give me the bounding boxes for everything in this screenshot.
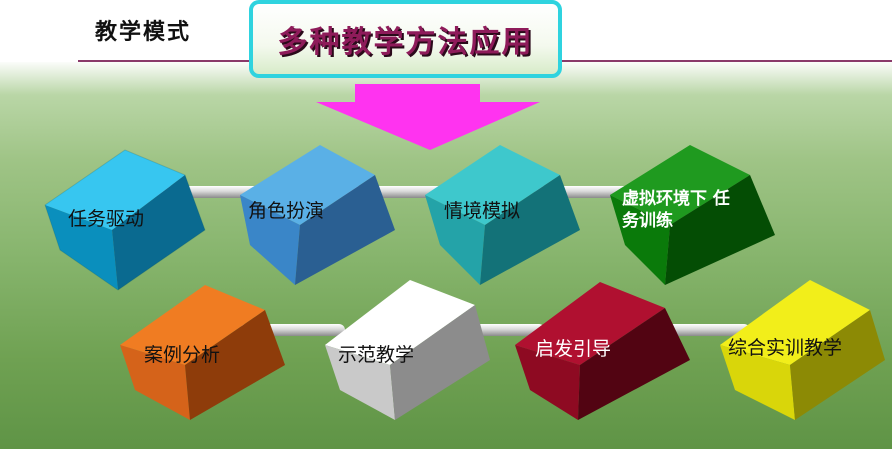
down-arrow bbox=[316, 84, 540, 150]
label-comprehensive-training: 综合实训教学 bbox=[728, 337, 843, 359]
label-role-play: 角色扮演 bbox=[248, 200, 325, 222]
cube-heuristic-guidance bbox=[515, 282, 690, 420]
label-case-analysis: 案例分析 bbox=[144, 344, 221, 366]
label-demonstration: 示范教学 bbox=[338, 344, 415, 366]
cube-case-analysis bbox=[120, 285, 285, 420]
cube-situational-sim bbox=[425, 145, 580, 285]
cube-comprehensive-training bbox=[720, 280, 885, 420]
label-heuristic-guidance: 启发引导 bbox=[535, 338, 612, 360]
cube-virtual-env-training bbox=[610, 145, 775, 285]
label-task-driven: 任务驱动 bbox=[68, 208, 145, 230]
cube-demonstration bbox=[325, 280, 490, 420]
label-virtual-env-training: 虚拟环境下 任务训练 bbox=[622, 189, 730, 231]
cube-task-driven bbox=[44, 149, 206, 291]
cube-role-play bbox=[240, 145, 395, 285]
main-title-box: 多种教学方法应用 bbox=[249, 0, 562, 78]
main-title: 多种教学方法应用 bbox=[277, 25, 534, 60]
section-title: 教学模式 bbox=[95, 19, 192, 45]
label-situational-sim: 情境模拟 bbox=[444, 200, 521, 222]
